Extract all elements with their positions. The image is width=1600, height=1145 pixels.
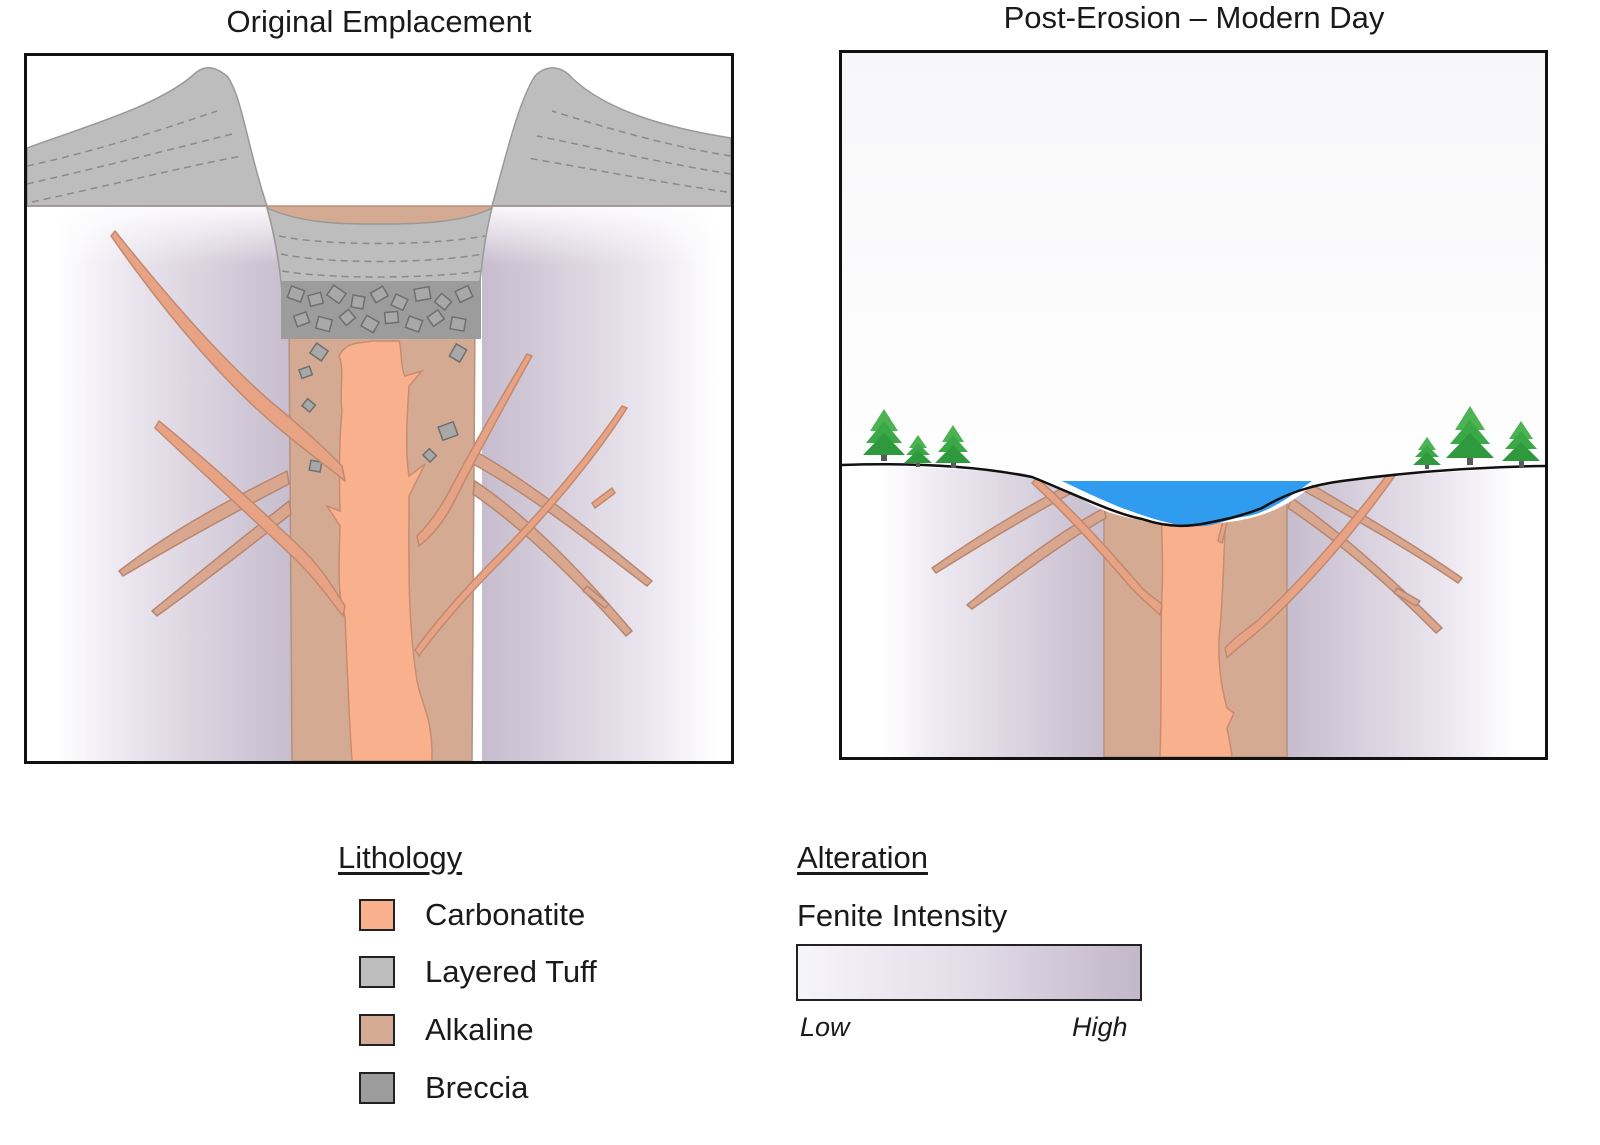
fenite-intensity-label: Fenite Intensity xyxy=(797,898,1008,933)
layered-tuff-swatch xyxy=(359,956,395,988)
ground-surface xyxy=(842,463,1545,528)
carbonatite-core xyxy=(325,340,433,761)
alkaline-swatch xyxy=(359,1014,395,1046)
crater-lake xyxy=(1062,481,1312,527)
right-panel-title: Post-Erosion – Modern Day xyxy=(1003,0,1385,35)
fenite-aureole-left xyxy=(57,206,292,761)
breccia-label: Breccia xyxy=(425,1070,529,1105)
tree-icon xyxy=(1502,421,1540,467)
breccia-swatch xyxy=(359,1072,395,1104)
crater-tuff-fill xyxy=(265,206,494,292)
alteration-legend-heading: Alteration xyxy=(797,840,928,875)
scale-low-label: Low xyxy=(800,1012,850,1042)
fenite-aureole-right xyxy=(1287,468,1512,757)
tree-icon xyxy=(904,435,932,467)
tree-icon xyxy=(863,409,905,461)
post-erosion-diagram xyxy=(842,53,1545,757)
layered-tuff-label: Layered Tuff xyxy=(425,954,597,989)
scale-high-label: High xyxy=(1072,1012,1128,1042)
alkaline-label: Alkaline xyxy=(425,1012,534,1047)
carbonatite-swatch xyxy=(359,899,395,931)
original-emplacement-panel xyxy=(24,53,734,764)
fenite-aureole-left xyxy=(882,465,1107,757)
tree-icon xyxy=(935,425,971,468)
lithology-legend-heading: Lithology xyxy=(338,840,463,875)
post-erosion-panel xyxy=(839,50,1548,760)
original-emplacement-diagram xyxy=(27,67,731,761)
tree-icon xyxy=(1446,406,1494,465)
fenite-intensity-scale-bar xyxy=(796,944,1142,1001)
carbonatite-label: Carbonatite xyxy=(425,897,586,932)
tuff-rim-left xyxy=(27,67,269,207)
tuff-rim-right xyxy=(491,67,731,207)
tree-icon xyxy=(1413,437,1441,469)
left-panel-title: Original Emplacement xyxy=(226,4,532,39)
carbonatite-core xyxy=(1159,492,1235,757)
